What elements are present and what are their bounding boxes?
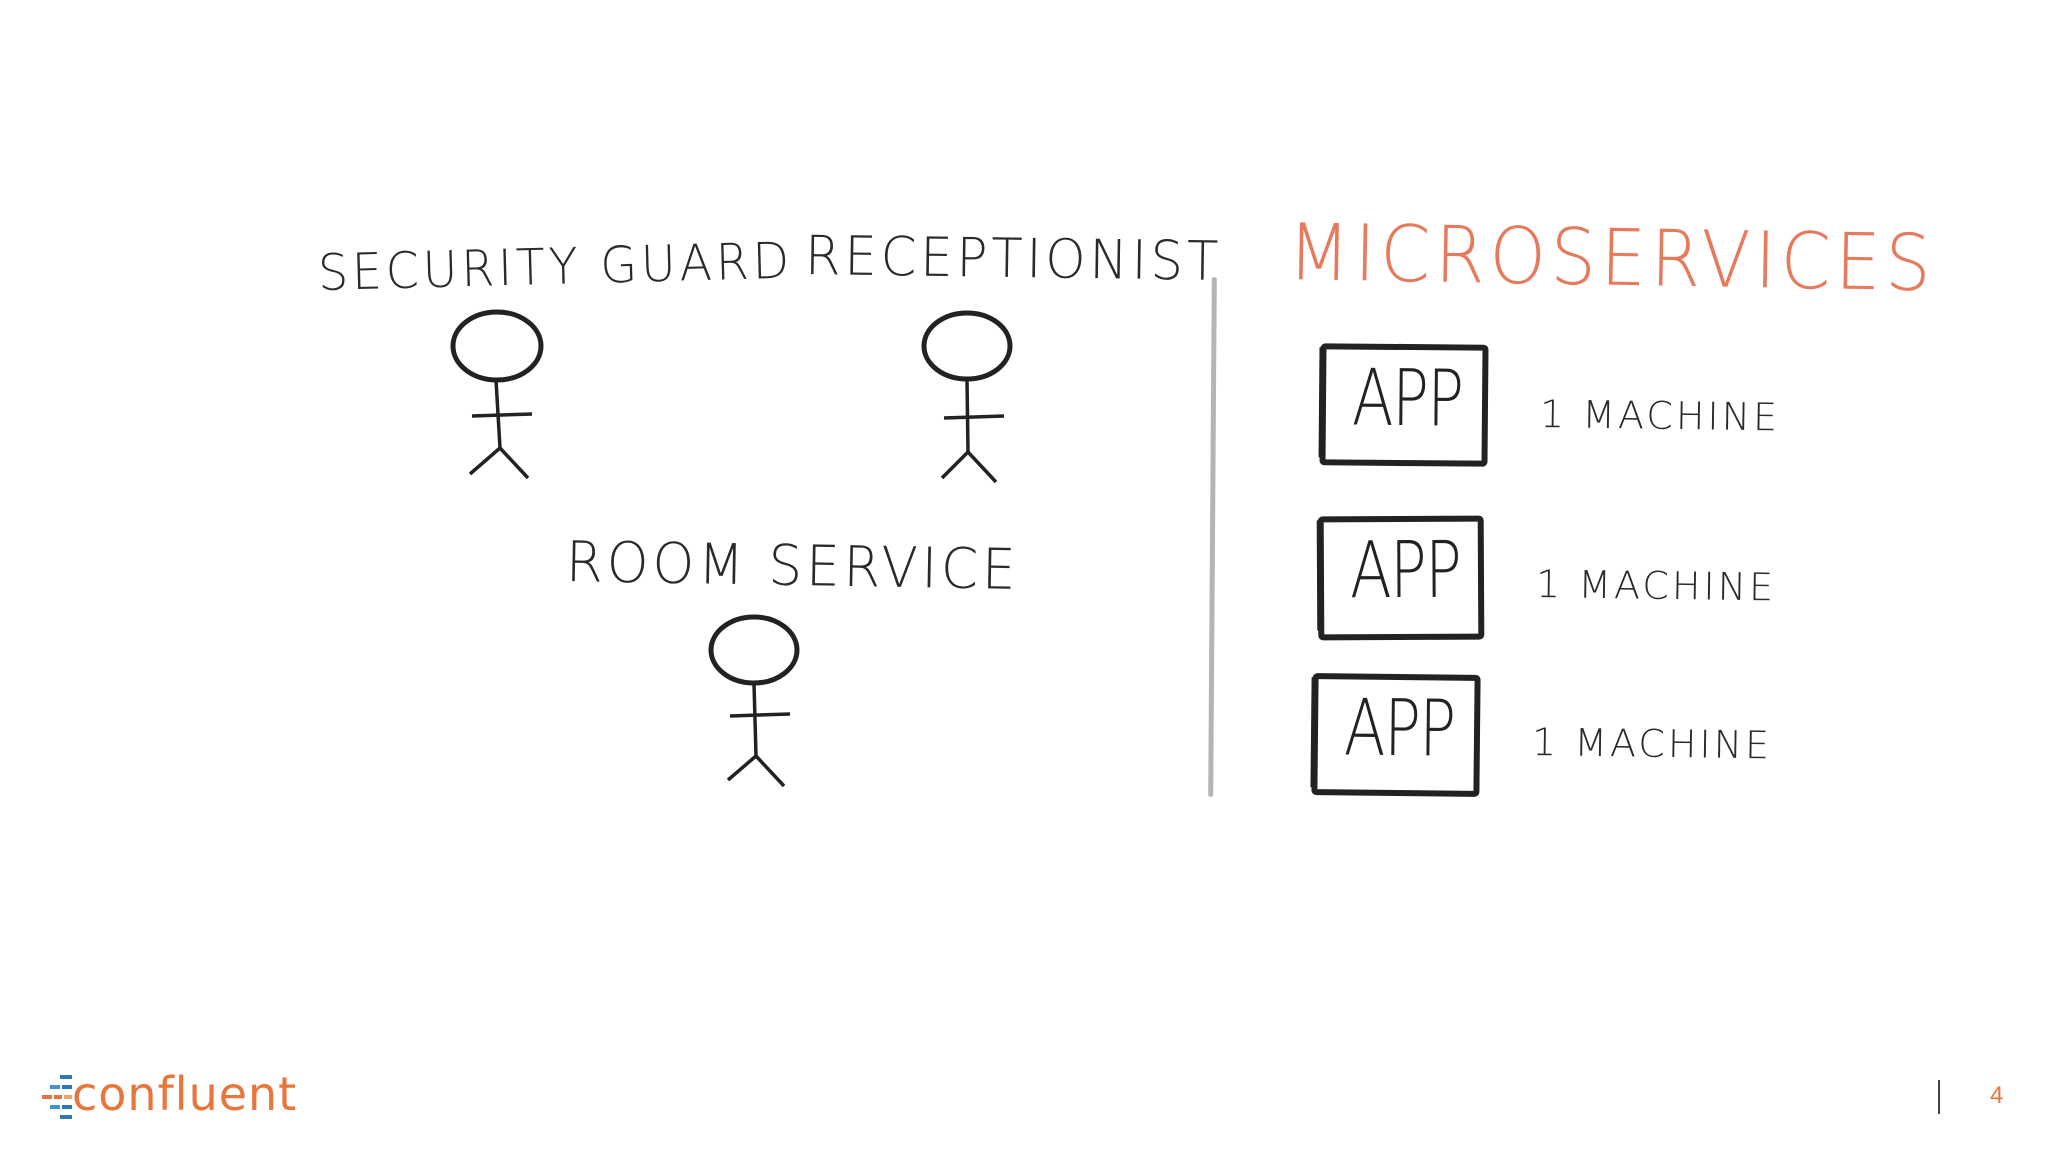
microservices-heading: MICROSERVICES [1287,208,1937,310]
confluent-logo-text: confluent [72,1067,298,1121]
app-box: APP [1317,515,1485,641]
machine-note: 1 MACHINE [1531,720,1773,768]
page-number: 4 [1990,1082,2004,1109]
role-label-receptionist: RECEPTIONIST [804,224,1223,293]
confluent-logo: confluent [42,1065,312,1135]
app-box-label: APP [1349,525,1461,617]
stick-figure-icon [450,309,544,480]
app-box: APP [1319,343,1489,467]
machine-note: 1 MACHINE [1539,392,1781,440]
role-label-security-guard: SECURITY GUARD [317,231,794,302]
role-label-room-service: ROOM SERVICE [565,530,1020,603]
app-box-label: APP [1351,353,1463,445]
machine-note: 1 MACHINE [1535,562,1777,610]
app-box: APP [1311,673,1481,797]
vertical-divider [1208,276,1217,798]
app-box-label: APP [1343,683,1455,775]
stick-figure-icon [921,310,1013,484]
stick-figure-icon [708,614,800,788]
confluent-logo-icon [42,1075,72,1119]
page-number-separator [1938,1080,1940,1114]
